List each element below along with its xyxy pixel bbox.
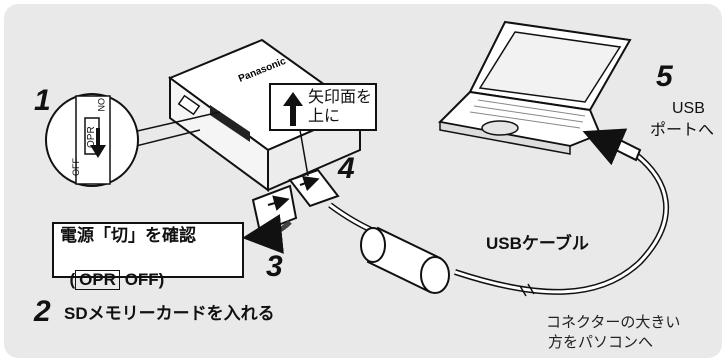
insert-sd-caption: SDメモリーカードを入れる	[64, 304, 275, 323]
step-4-number: 4	[338, 152, 355, 185]
laptop-usb-plug	[582, 128, 642, 166]
arrow-face-box	[269, 83, 377, 131]
step-1-number: 1	[34, 84, 51, 117]
step3-arrow	[242, 214, 292, 254]
usb-plug	[288, 168, 340, 208]
power-check-open: (	[69, 269, 76, 289]
arrow-face-pointer	[299, 129, 309, 177]
arrow-face-line2: 上に	[308, 108, 341, 125]
power-check-key: OPR	[75, 269, 120, 291]
step-2-number: 2	[34, 295, 51, 328]
up-arrow-icon	[283, 92, 303, 126]
ferrite-line2: 方をパソコンへ	[548, 334, 654, 351]
power-check-line1: 電源「切」を確認	[60, 226, 196, 245]
power-check-line2: (OPR OFF)	[60, 250, 165, 291]
step-3-number: 3	[266, 250, 283, 283]
switch-opr-label: OPR	[86, 126, 97, 148]
usb-cable-caption: USBケーブル	[486, 234, 589, 253]
ferrite-core	[360, 226, 450, 294]
step-5-number: 5	[656, 60, 673, 93]
usb-port-line1: USB	[672, 100, 705, 117]
ferrite-line1: コネクターの大きい	[546, 314, 681, 331]
switch-down-arrow	[90, 128, 106, 158]
usb-cable	[454, 147, 670, 295]
laptop	[437, 20, 632, 155]
power-check-off: OFF)	[119, 269, 165, 289]
arrow-face-line1: 矢印面を	[308, 89, 373, 106]
switch-off-label: OFF	[71, 158, 81, 176]
usb-port-line2: ポートへ	[650, 122, 715, 139]
switch-on-label: ON	[96, 98, 106, 112]
cable-break-mark	[519, 283, 535, 297]
power-check-box	[52, 222, 244, 278]
